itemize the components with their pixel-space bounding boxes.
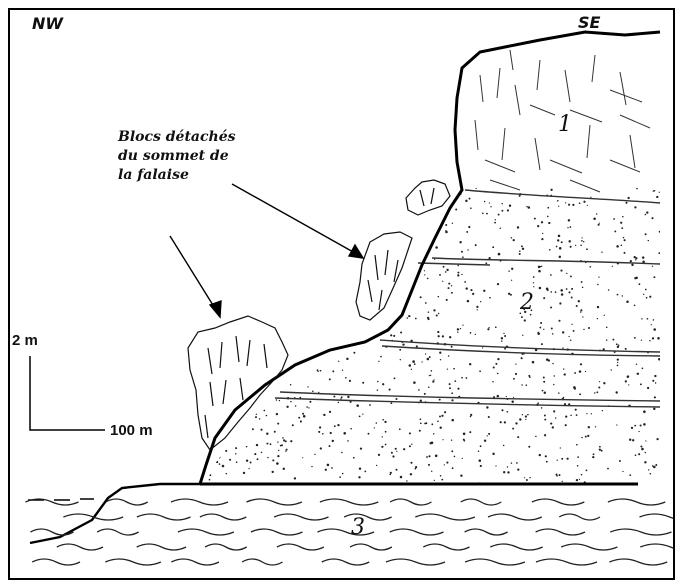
scale-horizontal-label: 100 m — [110, 422, 153, 439]
detached-block-lower — [188, 316, 288, 450]
orientation-se-label: SE — [578, 13, 600, 32]
cliff-cross-section-figure: NW SE Blocs détachés du sommet de la fal… — [8, 8, 675, 580]
layer-boundaries — [275, 190, 660, 407]
annotation-line-2: du sommet de — [118, 147, 236, 166]
layer-2-texture — [199, 187, 661, 485]
layer-1-label: 1 — [558, 112, 572, 137]
annotation-line-1: Blocs détachés — [118, 128, 236, 147]
orientation-nw-label: NW — [32, 14, 63, 33]
annotation-arrows — [170, 184, 363, 317]
detached-blocks-annotation: Blocs détachés du sommet de la falaise — [118, 128, 236, 185]
detached-block-upper — [356, 180, 450, 320]
scale-vertical-label: 2 m — [12, 332, 38, 349]
layer-3-texture — [26, 499, 674, 565]
cliff-profile — [200, 32, 660, 484]
annotation-line-3: la falaise — [118, 166, 236, 185]
scale-bar — [30, 356, 105, 430]
layer-3-label: 3 — [351, 515, 365, 540]
cliff-sketch — [10, 10, 673, 578]
layer-2-label: 2 — [520, 290, 534, 315]
